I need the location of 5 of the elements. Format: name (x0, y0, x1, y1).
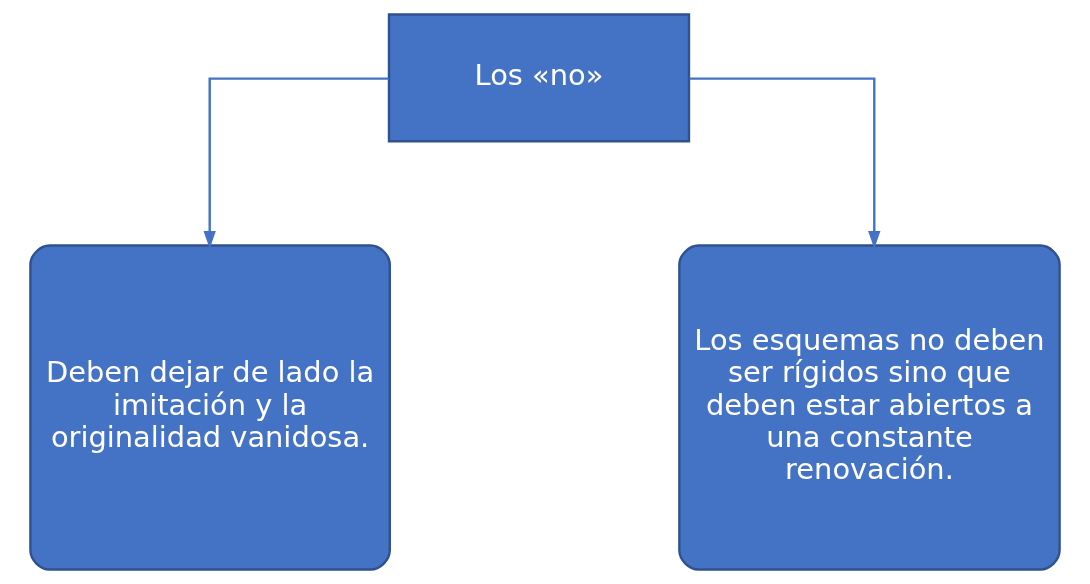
arrow (689, 77, 881, 249)
node-box: Los esquemas no deben ser rígidos sino que deben estar abiertos a una constante renovación. (678, 244, 1061, 571)
arrow (203, 77, 389, 249)
node-box: Los «no» (387, 13, 691, 143)
node-box: Deben dejar de lado la imitación y la originalidad vanidosa. (29, 244, 391, 571)
